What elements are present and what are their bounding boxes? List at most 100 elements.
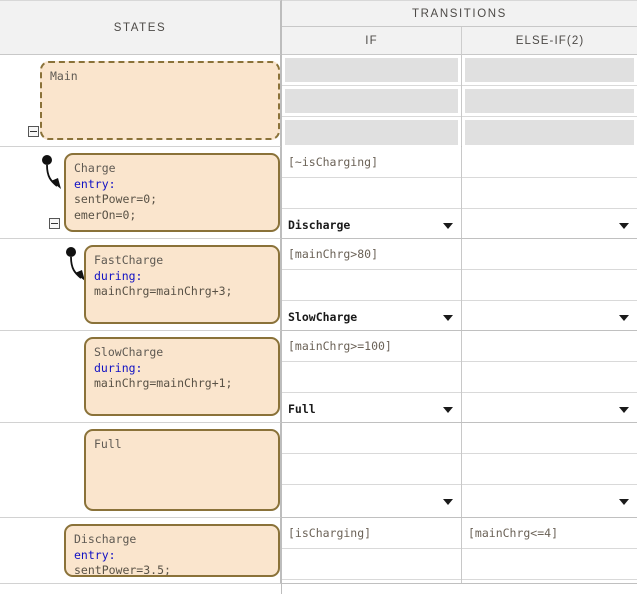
state-action-keyword: entry:: [74, 548, 278, 564]
state-action-code: emerOn=0;: [74, 208, 278, 224]
state-row[interactable]: Chargeentry:sentPower=0;emerOn=0;: [0, 147, 281, 239]
transition-action-if[interactable]: [282, 86, 461, 117]
transition-condition-elseif[interactable]: [462, 147, 637, 178]
state-name: Charge: [74, 161, 278, 177]
states-header: STATES: [0, 0, 281, 55]
minus-box-icon[interactable]: [28, 126, 39, 137]
transition-destination-elseif[interactable]: [462, 117, 637, 148]
transition-cell-elseif: [mainChrg<=4]: [461, 518, 637, 583]
column-header-elseif[interactable]: ELSE-IF(2): [461, 27, 637, 55]
state-box[interactable]: Chargeentry:sentPower=0;emerOn=0;: [64, 153, 280, 232]
transition-action-elseif[interactable]: [462, 86, 637, 117]
transition-condition-elseif[interactable]: [462, 423, 637, 454]
transition-action-elseif[interactable]: [462, 549, 637, 580]
chevron-down-icon[interactable]: [443, 407, 453, 413]
chevron-down-icon[interactable]: [443, 223, 453, 229]
disabled-cell-fill: [465, 58, 634, 82]
transition-destination-if[interactable]: [282, 580, 461, 594]
transition-destination-elseif[interactable]: [462, 580, 637, 594]
disabled-cell-fill: [285, 89, 458, 113]
transition-condition-if[interactable]: [isCharging]: [282, 518, 461, 549]
transition-row: [~isCharging] Discharge: [282, 147, 637, 239]
state-row[interactable]: Dischargeentry:sentPower=3.5;during:main…: [0, 518, 281, 584]
transition-destination-elseif[interactable]: [462, 485, 637, 516]
chevron-down-icon[interactable]: [443, 499, 453, 505]
disabled-cell-fill: [285, 120, 458, 145]
state-row[interactable]: FastChargeduring:mainChrg=mainChrg+3;: [0, 239, 281, 331]
chevron-down-icon[interactable]: [619, 499, 629, 505]
transition-action-if[interactable]: [282, 549, 461, 580]
transition-condition-elseif[interactable]: [mainChrg<=4]: [462, 518, 637, 549]
transition-action-elseif[interactable]: [462, 178, 637, 209]
transition-row: [isCharging][mainChrg<=4]: [282, 518, 637, 584]
transition-row: [mainChrg>=100] Full: [282, 331, 637, 423]
transition-cell-elseif: [461, 147, 637, 238]
transition-destination-if[interactable]: Full: [282, 393, 461, 424]
transition-action-if[interactable]: [282, 454, 461, 485]
transitions-column: TRANSITIONS IF ELSE-IF(2) [~isCharging] D…: [281, 0, 637, 594]
transition-action-if[interactable]: [282, 178, 461, 209]
state-row[interactable]: SlowChargeduring:mainChrg=mainChrg+1;: [0, 331, 281, 423]
transition-condition-elseif[interactable]: [462, 55, 637, 86]
state-box[interactable]: FastChargeduring:mainChrg=mainChrg+3;: [84, 245, 280, 324]
transition-row: [282, 423, 637, 518]
transition-cell-if: [isCharging]: [282, 518, 461, 583]
minus-box-icon[interactable]: [49, 218, 60, 229]
state-action-code: mainChrg=mainChrg+3;: [94, 284, 278, 300]
transition-condition-if[interactable]: [mainChrg>80]: [282, 239, 461, 270]
transition-cell-elseif: [461, 423, 637, 517]
transition-destination-if[interactable]: SlowCharge: [282, 301, 461, 332]
transition-action-elseif[interactable]: [462, 454, 637, 485]
transition-cell-if: [282, 55, 461, 146]
state-box[interactable]: Full: [84, 429, 280, 511]
state-name: Full: [94, 437, 278, 453]
transition-condition-if[interactable]: [282, 423, 461, 454]
state-action-keyword: during:: [94, 361, 278, 377]
transition-cell-if: [282, 423, 461, 517]
disabled-cell-fill: [465, 89, 634, 113]
transition-destination-if[interactable]: [282, 485, 461, 516]
transitions-subheader-row: IF ELSE-IF(2): [282, 27, 637, 55]
transition-condition-if[interactable]: [mainChrg>=100]: [282, 331, 461, 362]
state-name: Main: [50, 69, 278, 85]
states-body: MainChargeentry:sentPower=0;emerOn=0; Fas…: [0, 55, 281, 584]
transitions-header: TRANSITIONS: [282, 0, 637, 27]
transition-row: [282, 55, 637, 147]
chevron-down-icon[interactable]: [443, 315, 453, 321]
chevron-down-icon[interactable]: [619, 315, 629, 321]
disabled-cell-fill: [285, 58, 458, 82]
transition-condition-if[interactable]: [~isCharging]: [282, 147, 461, 178]
transition-action-elseif[interactable]: [462, 362, 637, 393]
transition-action-elseif[interactable]: [462, 270, 637, 301]
state-action-code: mainChrg=mainChrg+1;: [94, 376, 278, 392]
state-name: FastCharge: [94, 253, 278, 269]
disabled-cell-fill: [465, 120, 634, 145]
state-action-keyword: during:: [94, 269, 278, 285]
transitions-body: [~isCharging] Discharge[mainChrg>80] SlowC…: [282, 55, 637, 584]
transition-destination-elseif[interactable]: [462, 301, 637, 332]
transition-destination-if[interactable]: Discharge: [282, 209, 461, 240]
state-name: Discharge: [74, 532, 278, 548]
transition-condition-elseif[interactable]: [462, 331, 637, 362]
transition-action-if[interactable]: [282, 270, 461, 301]
transition-action-if[interactable]: [282, 362, 461, 393]
state-box[interactable]: SlowChargeduring:mainChrg=mainChrg+1;: [84, 337, 280, 416]
states-column: STATES MainChargeentry:sentPower=0;emerO…: [0, 0, 281, 594]
chevron-down-icon[interactable]: [619, 407, 629, 413]
chevron-down-icon[interactable]: [619, 223, 629, 229]
transition-condition-if[interactable]: [282, 55, 461, 86]
transition-destination-elseif[interactable]: [462, 393, 637, 424]
state-row[interactable]: Main: [0, 55, 281, 147]
transition-cell-elseif: [461, 331, 637, 422]
column-header-if[interactable]: IF: [282, 27, 461, 55]
state-box[interactable]: Main: [40, 61, 280, 140]
transition-destination-if[interactable]: [282, 117, 461, 148]
transition-condition-elseif[interactable]: [462, 239, 637, 270]
state-box[interactable]: Dischargeentry:sentPower=3.5;during:main…: [64, 524, 280, 577]
transition-cell-if: [mainChrg>=100] Full: [282, 331, 461, 422]
state-row[interactable]: Full: [0, 423, 281, 518]
transition-cell-if: [~isCharging] Discharge: [282, 147, 461, 238]
transition-row: [mainChrg>80] SlowCharge: [282, 239, 637, 331]
transition-destination-elseif[interactable]: [462, 209, 637, 240]
